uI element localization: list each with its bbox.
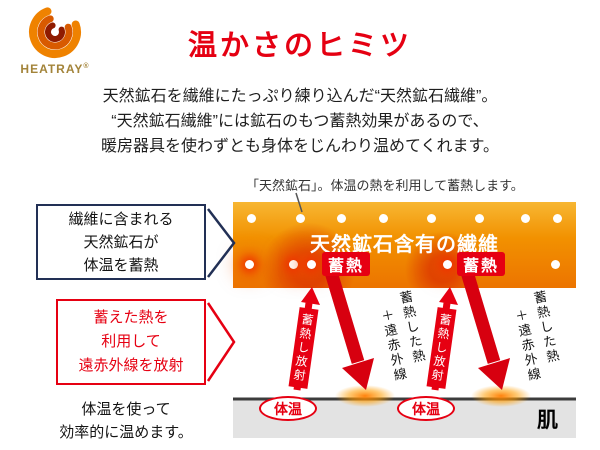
down-arrow-caption: 蓄熱した熱 ＋遠赤外線	[507, 289, 566, 385]
store-heat-box-line-3: 体温を蓄熱	[83, 256, 159, 274]
fiber-band	[233, 202, 576, 288]
brand-text: HEATRAY	[20, 62, 84, 76]
mineral-dot-icon	[427, 214, 436, 223]
radiated-heat-down-arrowhead	[342, 358, 374, 390]
mineral-dot-icon	[307, 260, 316, 269]
diagram-caption: 「天然鉱石」。体温の熱を利用して蓄熱します。	[246, 178, 524, 193]
mineral-dot-icon	[337, 214, 346, 223]
fiber-band-label: 天然鉱石含有の繊維	[310, 234, 499, 256]
mineral-dot-icon	[443, 260, 452, 269]
body-temp-oval: 体温	[397, 396, 455, 421]
store-heat-box: 繊維に含まれる 天然鉱石が 体温を蓄熱	[36, 204, 206, 280]
body-heat-up-arrowhead	[301, 287, 320, 305]
mineral-dot-icon	[247, 214, 256, 223]
body-temp-oval: 体温	[259, 396, 317, 421]
mineral-dot-icon	[475, 214, 484, 223]
mineral-dot-icon	[553, 214, 562, 223]
brand-logo: HEATRAY®	[12, 5, 98, 76]
heat-storage-badge: 蓄熱	[457, 252, 505, 276]
radiate-heat-box-line-2: 利用して	[101, 333, 161, 350]
red-pointer-bracket	[206, 302, 236, 382]
brand-name: HEATRAY®	[12, 62, 98, 76]
page-title: 温かさのヒミツ	[187, 30, 412, 62]
radiate-heat-box-line-1: 蓄えた熱を	[93, 309, 169, 326]
registered-mark-icon: ®	[83, 63, 90, 70]
store-heat-box-line-1: 繊維に含まれる	[68, 210, 174, 228]
radiated-heat-down-arrowhead	[478, 358, 510, 390]
radiate-heat-box: 蓄えた熱を 利用して 遠赤外線を放射	[56, 299, 206, 385]
intro-line-3: 暖房器具を使わずとも身体をじんわり温めてくれます。	[101, 138, 499, 155]
mineral-dot-icon	[551, 260, 560, 269]
intro-paragraph: 天然鉱石を繊維にたっぷり練り込んだ“天然鉱石繊維”。 “天然鉱石繊維”には鉱石の…	[0, 84, 600, 159]
intro-line-2: “天然鉱石繊維”には鉱石のもつ蓄熱効果があるので、	[111, 113, 489, 130]
store-and-radiate-ribbon: 蓄熱し放射	[426, 307, 457, 389]
mineral-dot-icon	[245, 260, 254, 269]
footnote-line-1: 体温を使って	[81, 401, 171, 418]
body-heat-up-arrowhead	[439, 287, 458, 305]
swirl-logo-icon	[29, 7, 81, 58]
mineral-dot-icon	[379, 214, 388, 223]
navy-pointer-bracket	[207, 208, 236, 278]
mineral-dot-icon	[296, 214, 305, 223]
down-arrow-caption: 蓄熱した熱 ＋遠赤外線	[373, 289, 432, 385]
heat-storage-badge: 蓄熱	[322, 252, 370, 276]
intro-line-1: 天然鉱石を繊維にたっぷり練り込んだ“天然鉱石繊維”。	[102, 88, 498, 105]
mineral-dot-icon	[521, 214, 530, 223]
footnote-line-2: 効率的に温めます。	[59, 424, 193, 441]
radiate-heat-box-line-3: 遠赤外線を放射	[78, 357, 184, 374]
store-and-radiate-ribbon: 蓄熱し放射	[288, 307, 319, 389]
store-heat-box-line-2: 天然鉱石が	[83, 233, 159, 251]
skin-label: 肌	[537, 409, 558, 432]
mineral-dot-icon	[289, 260, 298, 269]
diagram-footnote: 体温を使って 効率的に温めます。	[36, 398, 216, 444]
